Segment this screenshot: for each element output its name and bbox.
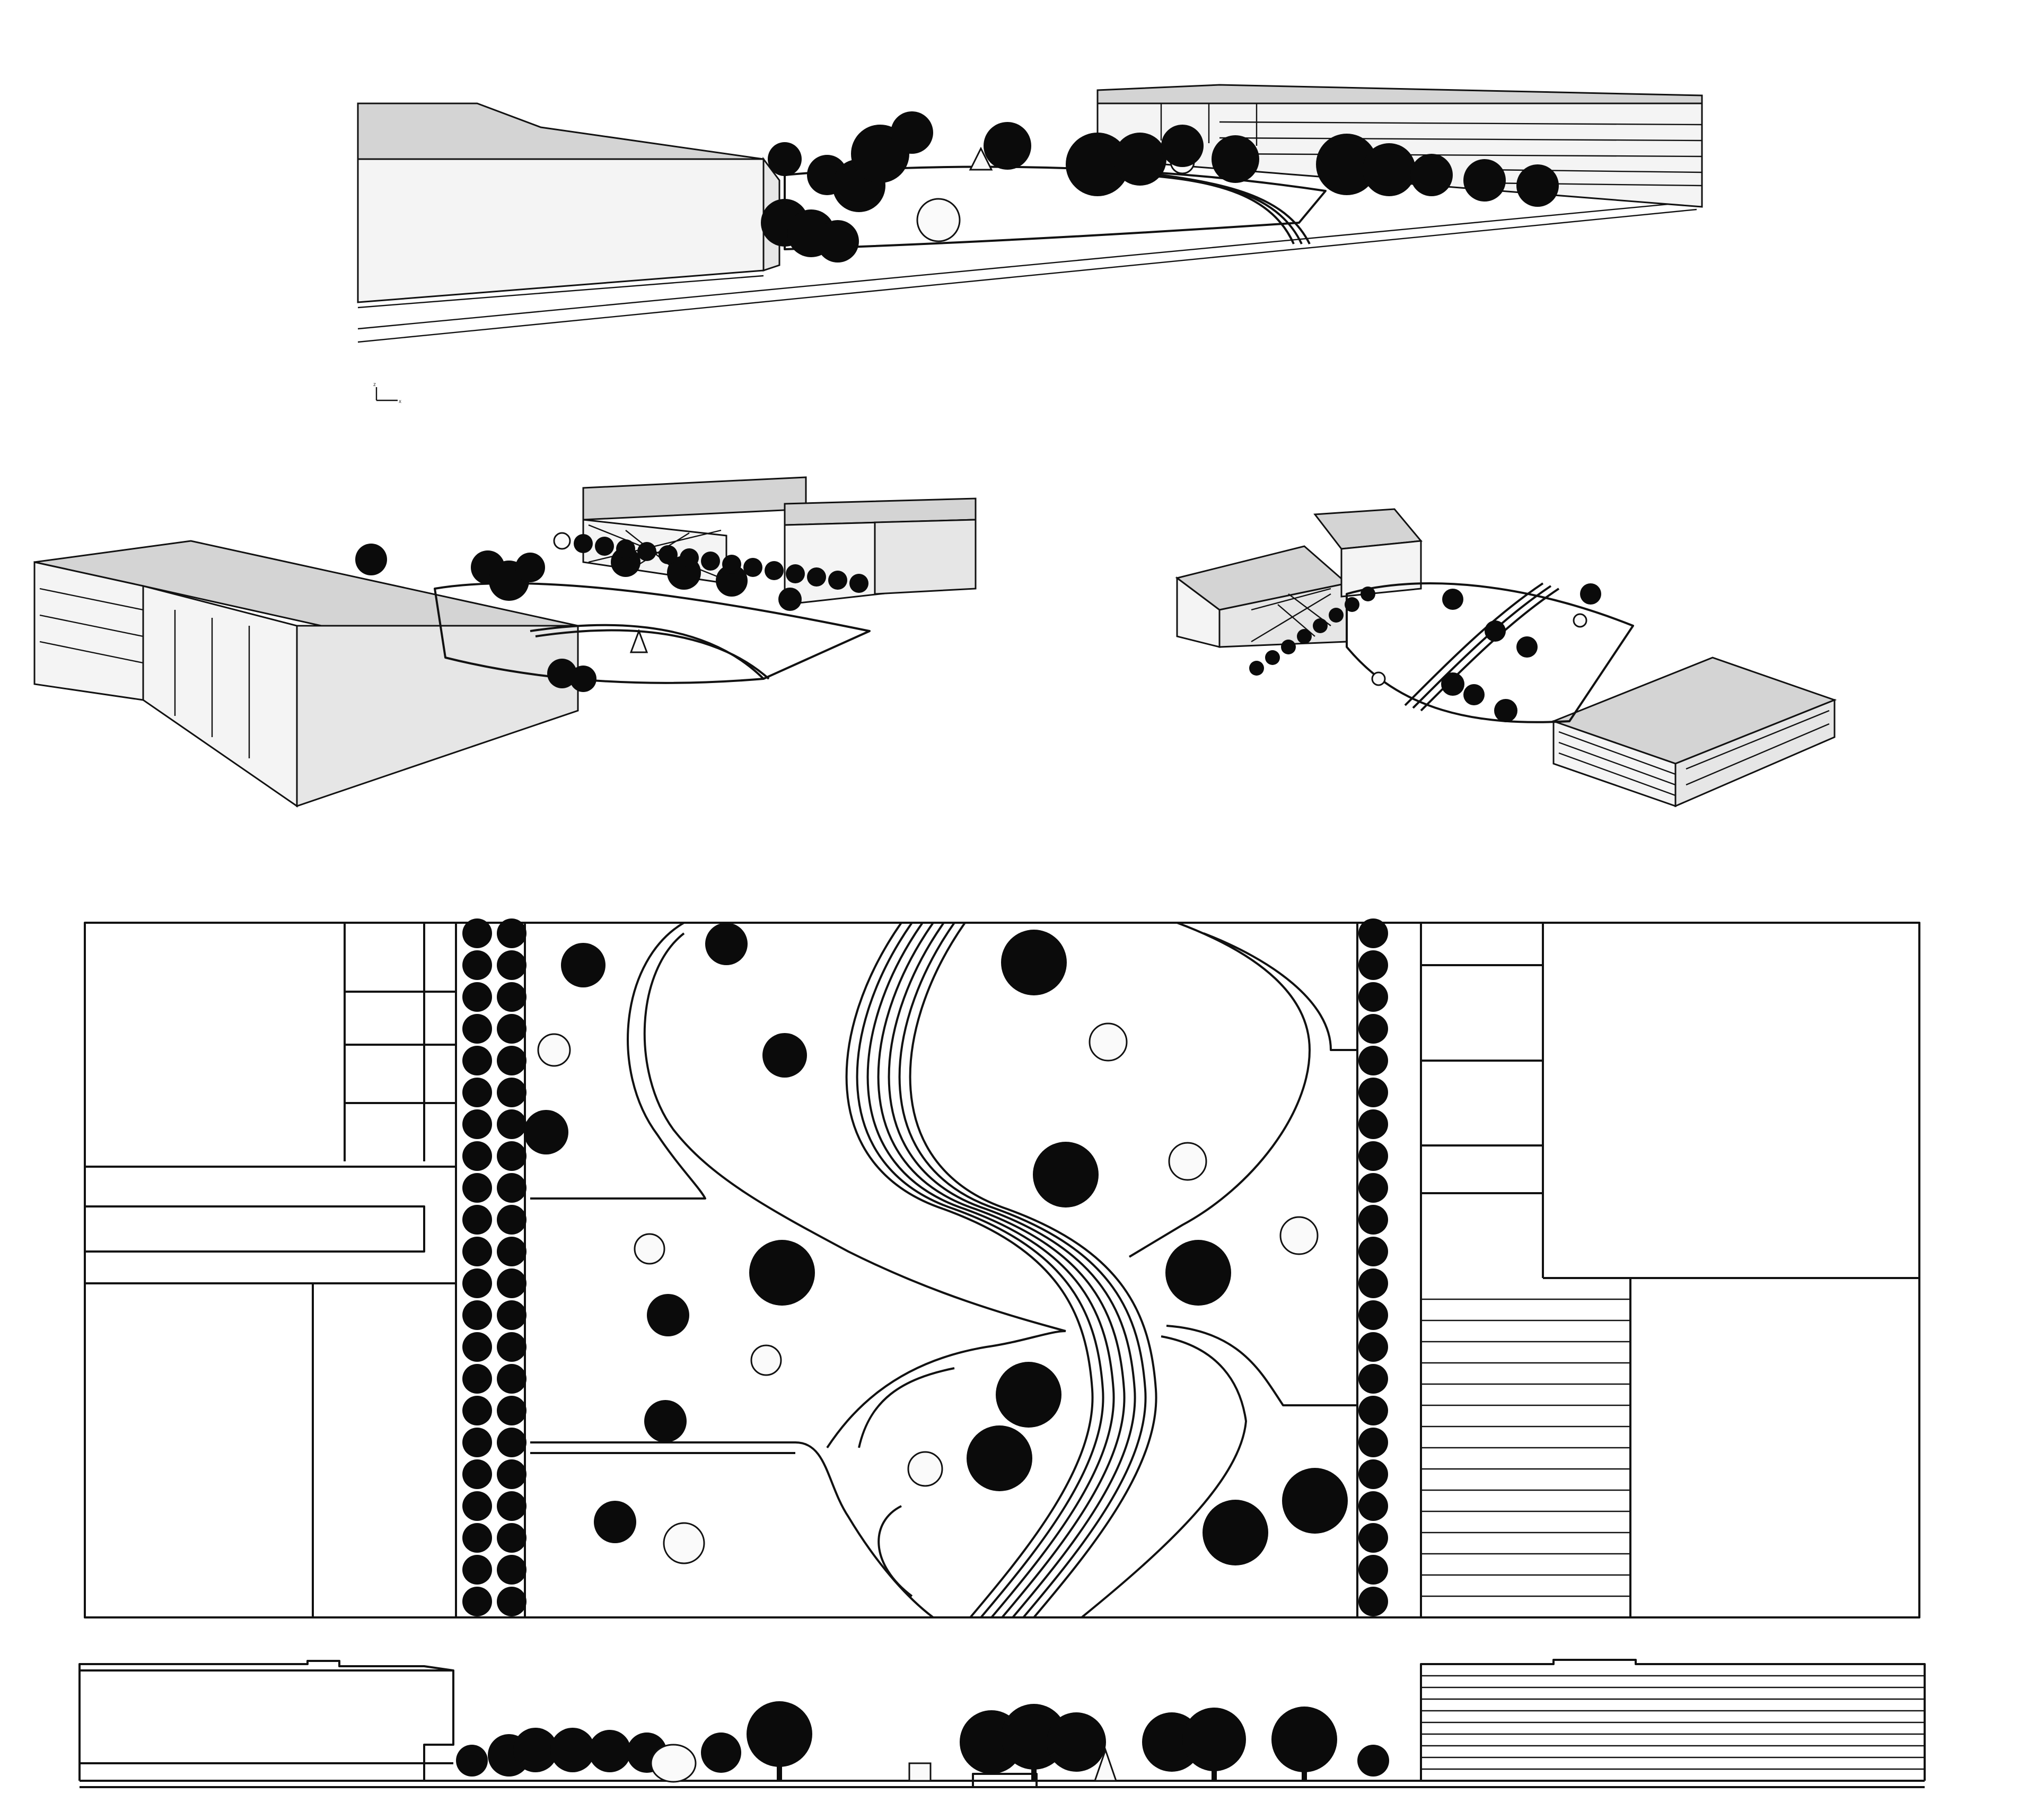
axo2-left-building bbox=[1175, 508, 1423, 648]
section-drawing bbox=[78, 1659, 1926, 1788]
plan-left-building bbox=[84, 923, 457, 1617]
plan-sculpture-ring bbox=[1168, 1142, 1207, 1181]
site-boundary bbox=[84, 922, 1920, 1618]
section-obelisk bbox=[1093, 1747, 1118, 1782]
plan-sculpture-lens bbox=[663, 1522, 705, 1564]
plan-sculpture-target bbox=[907, 1451, 943, 1487]
perspective-street-view: x z bbox=[0, 0, 2036, 424]
plan-right-building-stripes bbox=[1421, 1298, 1630, 1597]
tree-canopy-group-perspective bbox=[761, 111, 1559, 262]
plan-right-building bbox=[1420, 923, 1919, 1617]
axo2-ground bbox=[1346, 582, 1634, 723]
plan-sculpture-1 bbox=[537, 1033, 571, 1067]
axis-z-label: z bbox=[373, 382, 376, 388]
plan-sculpture-star bbox=[1089, 1022, 1128, 1062]
section-pavilion bbox=[908, 1762, 932, 1782]
site-section-elevation bbox=[0, 1655, 2036, 1814]
axis-x-label: x bbox=[399, 399, 401, 405]
section-right-building bbox=[1420, 1659, 1926, 1781]
site-plan-drawing bbox=[84, 918, 1920, 1618]
section-left-building bbox=[78, 1660, 454, 1781]
axo2-tree-group bbox=[1249, 583, 1601, 722]
sphere-sculpture-perspective bbox=[916, 198, 961, 242]
plan-park-layout bbox=[524, 922, 1358, 1618]
plan-tree-rows bbox=[462, 918, 1388, 1616]
section-sculptures bbox=[650, 1744, 1118, 1783]
axo-obelisk bbox=[629, 628, 648, 653]
perspective-drawing: x z bbox=[357, 84, 1703, 405]
section-ground bbox=[80, 1773, 1925, 1788]
axo-far-building bbox=[582, 476, 977, 606]
plan-sculpture-2 bbox=[634, 1233, 665, 1265]
plan-sculpture-dish bbox=[1279, 1216, 1319, 1255]
site-plan bbox=[0, 912, 2036, 1633]
axo-ground bbox=[434, 532, 871, 684]
axis-gizmo-1: x z bbox=[373, 382, 401, 405]
axo-tree-group-left bbox=[355, 534, 868, 692]
axonometric-drawing-right: y bbox=[1175, 508, 1837, 808]
axonometric-view-northeast: y bbox=[1156, 488, 2015, 859]
axonometric-view-southwest bbox=[0, 456, 1007, 859]
plan-scattered-trees bbox=[524, 923, 1348, 1565]
plan-sculpture-pentagon bbox=[750, 1344, 782, 1376]
section-sphere-sculpture bbox=[650, 1744, 697, 1783]
section-trees bbox=[456, 1701, 1389, 1781]
axo2-right-building bbox=[1551, 657, 1837, 808]
axonometric-drawing-left bbox=[33, 476, 977, 808]
plan-sculptures bbox=[537, 1022, 1319, 1564]
